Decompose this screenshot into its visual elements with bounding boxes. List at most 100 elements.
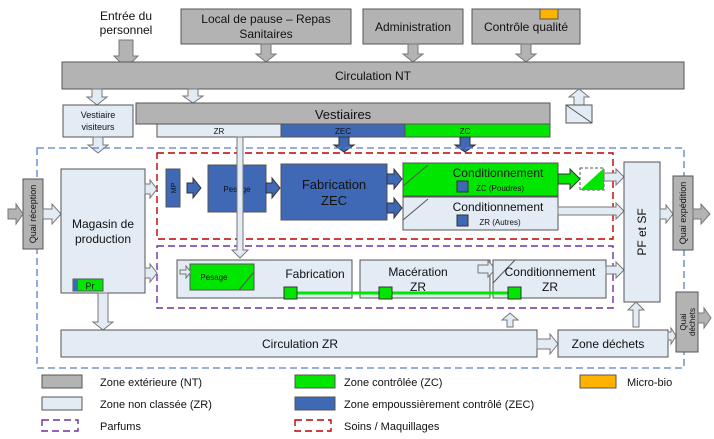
- quai-dechets-label-1: Quai: [679, 313, 688, 330]
- maceration-label-2: ZR: [410, 280, 426, 294]
- arrow-cq: [514, 43, 538, 63]
- legend-label-parfums: Parfums: [100, 421, 141, 433]
- zone-dechets-label: Zone déchets: [572, 337, 645, 351]
- fabrication-zec-box: [280, 163, 388, 221]
- cond-parfums-label-2: ZR: [542, 280, 558, 294]
- arrow-nt-exp: [567, 88, 591, 106]
- arrow-visiteurs-down: [86, 136, 110, 154]
- arrow-pesage-fab-zr: [179, 264, 192, 280]
- pesage-zr-box: [189, 263, 255, 291]
- microbio-marker: [539, 8, 559, 20]
- fabrication-zec-label-2: ZEC: [321, 193, 347, 208]
- vestiaires-label: Vestiaires: [315, 107, 372, 122]
- legend-swatch-microbio: [579, 374, 617, 389]
- arrow-circ-dechets: [536, 332, 559, 356]
- arrow-exit-pfsf-2: [557, 201, 625, 221]
- legend-label-zc: Zone contrôlée (ZC): [344, 377, 442, 389]
- cond-zr-diag: [402, 198, 429, 221]
- legend-swatch-parfums: [41, 419, 79, 432]
- cond-zr-label: Conditionnement: [453, 200, 544, 214]
- fabrication-zec-label-1: Fabrication: [302, 177, 366, 192]
- vestiaire-zc: [404, 123, 551, 138]
- pesage-zr-label: Pesage: [200, 273, 228, 282]
- circulation-nt-label: Circulation NT: [335, 69, 412, 83]
- pf-sf-box: [623, 161, 661, 303]
- zc-node-3: [507, 286, 522, 300]
- legend-label-soins: Soins / Maquillages: [344, 421, 440, 433]
- zc-node-2: [378, 286, 393, 300]
- cond-parfums-label-1: Conditionnement: [505, 265, 596, 279]
- quai-dechets-label-2: déchets: [688, 308, 697, 336]
- entree-label-1: Entrée du: [100, 9, 152, 23]
- arrow-expedition-out: [692, 202, 711, 226]
- arrow-admin: [401, 43, 425, 63]
- cond-zr-sub-label: ZR (Autres): [479, 218, 521, 227]
- cond-zc-label: Conditionnement: [453, 166, 544, 180]
- arrow-magasin-circ: [91, 292, 115, 331]
- legend-label-zec: Zone empoussièrement contrôlé (ZEC): [344, 399, 534, 411]
- building-outline: [36, 147, 685, 369]
- parfums-zone: [156, 245, 614, 309]
- mp-label: MP: [171, 182, 178, 193]
- pr-box-zec-strip: [73, 279, 78, 291]
- arrow-magasin-soins: [144, 178, 158, 200]
- local-pause-label-2: Sanitaires: [239, 27, 292, 41]
- arrow-nt-visiteurs: [85, 88, 109, 106]
- vestiaire-visiteurs-label-1: Vestiaire: [81, 110, 116, 120]
- pr-label: Pr: [86, 281, 95, 291]
- arrow-magasin-parfums: [144, 262, 158, 284]
- controle-qualite-label: Contrôle qualité: [484, 20, 568, 34]
- pf-sf-label: PF et SF: [635, 208, 649, 255]
- legend-label-nt: Zone extérieure (NT): [100, 377, 202, 389]
- legend-swatch-soins: [294, 419, 332, 432]
- arrow-cond-parfums-pfsf: [605, 260, 625, 280]
- administration-label: Administration: [375, 20, 451, 34]
- cond-parfums-diag: [492, 259, 516, 284]
- magasin-box: [60, 168, 146, 294]
- legend-swatch-nt: [41, 374, 83, 389]
- entree-label-2: personnel: [100, 23, 153, 37]
- pesage-zr-diag: [238, 271, 255, 291]
- cond-zc-diag: [402, 164, 429, 187]
- arrow-cond-zc-out: [557, 167, 581, 191]
- arrow-vest-zr-down: [230, 136, 250, 259]
- zc-node-1: [283, 286, 298, 300]
- vestiaire-zec-label: ZEC: [335, 127, 351, 136]
- legend-label-microbio: Micro-bio: [627, 377, 672, 389]
- arrow-vest-zc: [453, 136, 477, 153]
- arrow-pause: [254, 43, 278, 63]
- legend-swatch-zr: [41, 396, 83, 411]
- legend-label-zr: Zone non classée (ZR): [100, 399, 212, 411]
- soins-zone: [156, 152, 614, 240]
- local-pause-box: [180, 8, 352, 45]
- zone-dechets-box: [557, 329, 669, 358]
- arrow-circ-up-1: [500, 312, 520, 328]
- arrow-nt-vestiaires: [181, 88, 205, 104]
- circulation-nt-box: [61, 61, 685, 90]
- local-pause-label-1: Local de pause – Repas: [201, 12, 330, 26]
- vestiaire-zc-label: ZC: [460, 127, 471, 136]
- arrow-reception-magasin: [42, 202, 62, 226]
- exp-nt-diag: [565, 104, 593, 124]
- maceration-label-1: Macération: [388, 265, 447, 279]
- cond-zc-box: [402, 162, 559, 197]
- quai-expedition-label: Quai expédition: [678, 182, 688, 245]
- quai-reception-label: Quai réception: [28, 185, 38, 244]
- arrow-exit-pfsf-1: [603, 167, 625, 187]
- arrow-fab-cond-zr: [386, 196, 403, 220]
- vestiaire-zr-label: ZR: [214, 127, 225, 136]
- arrow-into-reception: [7, 202, 24, 226]
- arrow-fab-cond-zc: [386, 167, 403, 191]
- cond-zc-exit-fill: [580, 168, 604, 190]
- arrow-vest-zec: [332, 136, 356, 153]
- arrow-mac-cond: [477, 259, 497, 279]
- arrow-mp-pesage: [186, 176, 202, 200]
- circulation-zr-label: Circulation ZR: [262, 337, 338, 351]
- arrow-dechets-quai: [667, 326, 677, 346]
- mp-box: [165, 168, 181, 208]
- arrow-dechets-out: [697, 306, 712, 330]
- vestiaire-visiteurs-label-2: visiteurs: [81, 122, 115, 132]
- legend: Zone extérieure (NT) Zone contrôlée (ZC)…: [41, 374, 672, 433]
- magasin-label-2: production: [75, 232, 131, 246]
